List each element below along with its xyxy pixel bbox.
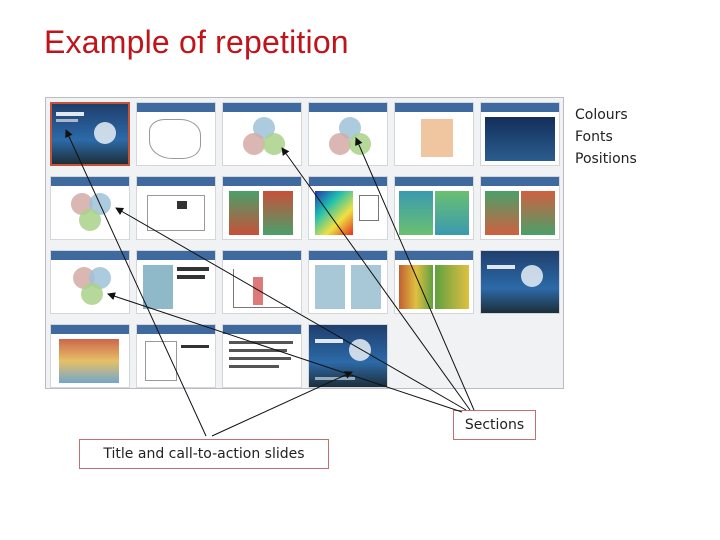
slide-thumbnail-venn[interactable] <box>50 250 130 314</box>
slide-thumbnail-map[interactable] <box>136 324 216 388</box>
legend-item: Colours <box>575 107 628 123</box>
slide-title: Example of repetition <box>44 24 349 60</box>
slide-thumbnail-venn[interactable] <box>222 102 302 166</box>
slide-thumbnail-map[interactable] <box>136 102 216 166</box>
slide-thumbnail-text[interactable] <box>222 324 302 388</box>
slide-thumbnail-venn[interactable] <box>50 176 130 240</box>
slide-thumbnail-chart[interactable] <box>222 176 302 240</box>
slide-thumbnail-map[interactable] <box>136 176 216 240</box>
repetition-legend: Colours Fonts Positions <box>575 104 637 170</box>
slide-thumbnail-chart[interactable] <box>308 176 388 240</box>
slide-thumbnail-call-to-action[interactable] <box>480 250 560 314</box>
slide-thumbnail-chart[interactable] <box>394 250 474 314</box>
legend-item: Positions <box>575 151 637 167</box>
slide-thumbnail-map[interactable] <box>394 102 474 166</box>
slide-thumbnail-chart[interactable] <box>394 176 474 240</box>
title-cta-label: Title and call-to-action slides <box>79 439 329 469</box>
slide-thumbnail-title[interactable] <box>50 102 130 166</box>
slide-thumbnail-chart[interactable] <box>308 250 388 314</box>
slide-sorter-grid <box>45 97 564 389</box>
slide-thumbnail-map[interactable] <box>136 250 216 314</box>
sections-label: Sections <box>453 410 536 440</box>
slide-thumbnail-chart[interactable] <box>480 176 560 240</box>
slide-thumbnail-map[interactable] <box>50 324 130 388</box>
slide-thumbnail-venn[interactable] <box>308 102 388 166</box>
slide-thumbnail-chart[interactable] <box>222 250 302 314</box>
slide-thumbnail-call-to-action[interactable] <box>308 324 388 388</box>
slide-thumbnail-photo[interactable] <box>480 102 560 166</box>
legend-item: Fonts <box>575 129 613 145</box>
